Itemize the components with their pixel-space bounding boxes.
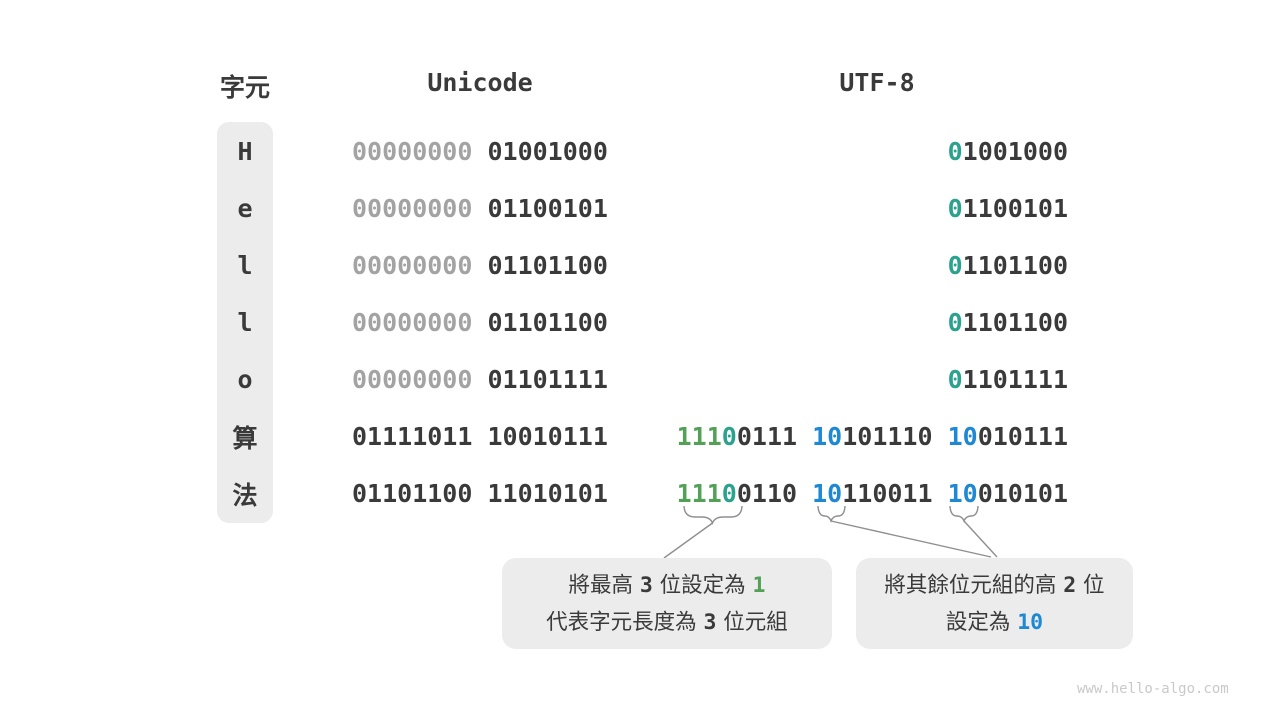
bit-segment-gray: 00000000 bbox=[352, 308, 473, 337]
bit-segment-dark: 1101100 bbox=[962, 308, 1068, 337]
bit-segment-num: 3 bbox=[639, 572, 653, 598]
bit-segment-gray: 00000000 bbox=[352, 194, 473, 223]
character-column-background bbox=[217, 122, 273, 523]
bit-segment-dark: 1101111 bbox=[962, 365, 1068, 394]
bit-segment-teal: 0 bbox=[947, 137, 963, 166]
bit-segment-teal: 0 bbox=[947, 194, 963, 223]
character-cell: H bbox=[237, 137, 253, 166]
bit-segment-teal: 0 bbox=[947, 365, 963, 394]
bit-segment-blue: 10 bbox=[947, 479, 978, 508]
bit-segment-teal: 0 bbox=[721, 479, 737, 508]
bit-segment-blue: 10 bbox=[1017, 609, 1044, 635]
bit-segment-gray: 00000000 bbox=[352, 365, 473, 394]
bit-segment-dark: 0110 bbox=[736, 479, 813, 508]
bit-segment-text: 將其餘位元組的高 bbox=[884, 572, 1064, 598]
bit-segment-dark: 101110 bbox=[842, 422, 948, 451]
bit-segment-dark: 01101100 bbox=[472, 308, 608, 337]
unicode-cell: 00000000 01001000 bbox=[352, 123, 608, 180]
bit-segment-teal: 0 bbox=[721, 422, 737, 451]
bit-segment-green: 111 bbox=[676, 422, 722, 451]
character-cell: e bbox=[237, 194, 253, 223]
bit-segment-gray: 00000000 bbox=[352, 251, 473, 280]
bit-segment-text: 設定為 bbox=[945, 609, 1018, 635]
callout-line: 代表字元長度為 3 位元組 bbox=[546, 604, 788, 641]
character-cell: l bbox=[237, 308, 253, 337]
character-cell: l bbox=[237, 251, 253, 280]
bit-segment-num: 3 bbox=[703, 609, 717, 635]
column-header-utf8: UTF-8 bbox=[839, 68, 915, 97]
unicode-cell: 01111011 10010111 bbox=[352, 408, 608, 465]
bit-segment-dark: 01101100 11010101 bbox=[352, 479, 608, 508]
unicode-cell: 00000000 01101100 bbox=[352, 237, 608, 294]
unicode-cell: 01101100 11010101 bbox=[352, 465, 608, 522]
bit-segment-text: 代表字元長度為 bbox=[546, 609, 704, 635]
bit-segment-dark: 1101100 bbox=[962, 251, 1068, 280]
unicode-cell: 00000000 01101111 bbox=[352, 351, 608, 408]
connector-line-lead bbox=[663, 522, 713, 559]
callout-line: 將最高 3 位設定為 1 bbox=[569, 567, 766, 604]
bit-segment-green: 1 bbox=[752, 572, 766, 598]
connector-line-cont-2 bbox=[830, 520, 992, 558]
unicode-cell: 00000000 01101100 bbox=[352, 294, 608, 351]
column-header-unicode: Unicode bbox=[427, 68, 533, 97]
callout-line: 設定為 10 bbox=[946, 604, 1043, 641]
bit-segment-dark: 010111 bbox=[977, 422, 1068, 451]
character-cell: 法 bbox=[232, 480, 258, 510]
callout-line: 將其餘位元組的高 2 位 bbox=[884, 567, 1104, 604]
bit-segment-num: 2 bbox=[1063, 572, 1077, 598]
bit-segment-dark: 110011 bbox=[842, 479, 948, 508]
bit-segment-teal: 0 bbox=[947, 251, 963, 280]
connector-line-cont-3 bbox=[963, 520, 998, 558]
unicode-cell: 00000000 01100101 bbox=[352, 180, 608, 237]
bit-segment-dark: 0111 bbox=[736, 422, 813, 451]
character-cell: 算 bbox=[232, 423, 258, 453]
column-header-character: 字元 bbox=[219, 73, 270, 102]
bit-segment-text: 位設定為 bbox=[652, 572, 753, 598]
bit-segment-text: 將最高 bbox=[568, 572, 640, 598]
bit-segment-blue: 10 bbox=[812, 479, 843, 508]
bit-segment-teal: 0 bbox=[947, 308, 963, 337]
bit-segment-dark: 1100101 bbox=[962, 194, 1068, 223]
bit-segment-text: 位元組 bbox=[716, 609, 788, 635]
bit-segment-blue: 10 bbox=[947, 422, 978, 451]
bit-segment-dark: 01101111 bbox=[472, 365, 608, 394]
bit-segment-dark: 01101100 bbox=[472, 251, 608, 280]
watermark: www.hello-algo.com bbox=[1077, 681, 1229, 697]
bit-segment-gray: 00000000 bbox=[352, 137, 473, 166]
bit-segment-text: 位 bbox=[1076, 572, 1105, 598]
bit-segment-dark: 010101 bbox=[977, 479, 1068, 508]
bit-segment-dark: 1001000 bbox=[962, 137, 1068, 166]
bit-segment-green: 111 bbox=[676, 479, 722, 508]
character-cell: o bbox=[237, 365, 253, 394]
bit-segment-dark: 01100101 bbox=[472, 194, 608, 223]
callout-continuation-bits: 將其餘位元組的高 2 位設定為 10 bbox=[856, 558, 1133, 649]
bit-segment-dark: 01001000 bbox=[472, 137, 608, 166]
bit-segment-blue: 10 bbox=[812, 422, 843, 451]
bit-segment-dark: 01111011 10010111 bbox=[352, 422, 608, 451]
